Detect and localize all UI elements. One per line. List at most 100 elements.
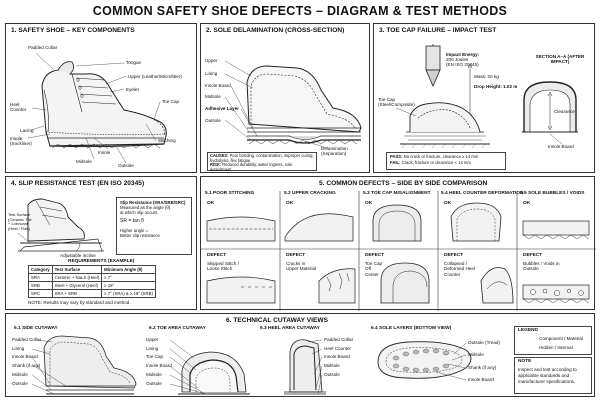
insole-board-label: Insole Board [548, 144, 574, 149]
table-cell: SRA + SRB [51, 289, 103, 298]
label-insole-sockliner: Insole (Sockliner) [10, 136, 32, 147]
safety-shoe-illustration [27, 52, 167, 164]
page-title: COMMON SAFETY SHOE DEFECTS – DIAGRAM & T… [92, 4, 508, 18]
toe-cap-label: Toe Cap (Steel/Composite) [378, 97, 415, 108]
impact-energy-standard: (EN ISO 20345) [446, 62, 479, 67]
c3-label: Midsole [324, 363, 340, 368]
sr-line-1: Measured as the angle (θ) [120, 205, 171, 210]
better-label: Better slip resistance [120, 233, 160, 238]
causes-text: Poor bonding, contamination, improper cu… [210, 153, 314, 163]
defect-desc-heel-counter: Collapsed / Deformed Heel Counter [444, 261, 475, 277]
defect-label: DEFECT [286, 253, 306, 258]
defect-desc-stitching: Skipped Stitch / Loose Stitch [207, 261, 239, 272]
c2-label: Midsole [146, 372, 162, 377]
pass-label: PASS: [390, 154, 403, 159]
defect-label: DEFECT [365, 253, 385, 258]
label-insole-board: Insole Board [205, 83, 231, 88]
defect-label: DEFECT [207, 253, 227, 258]
label-midsole: Midsole [76, 159, 92, 164]
requirements-note: NOTE: Results may vary by standard and m… [28, 300, 131, 305]
column-header: Category [28, 265, 53, 274]
label-lacing: Lacing [20, 128, 34, 133]
risk-text: Reduced durability, water ingress, sole … [210, 162, 293, 172]
slip-resistance-box: Slip Resistance (SRA/SRB/SRC) Measured a… [116, 197, 192, 255]
label-toe-cap: Toe Cap [162, 99, 180, 104]
panel-heading: 5. COMMON DEFECTS – SIDE BY SIDE COMPARI… [319, 180, 488, 187]
impact-test-illustration [395, 44, 578, 149]
fail-text: Crack, fracture or clearance < 14 mm [401, 160, 471, 165]
label-upper: Upper (Leather/Microfiber) [128, 74, 182, 79]
col-title-cracking: 5.2 UPPER CRACKING [284, 191, 336, 196]
cutaway-title-toe: 6.2 TOE AREA CUTAWAY [149, 326, 206, 331]
c1-label: Outsole [12, 381, 28, 386]
c1-label: Midsole [12, 372, 28, 377]
table-cell: SRC [28, 289, 53, 298]
label-stitching: Stitching [158, 138, 176, 143]
panel-heading: 4. SLIP RESISTANCE TEST (EN ISO 20345) [11, 180, 145, 187]
panel-heading: 3. TOE CAP FAILURE – IMPACT TEST [379, 27, 497, 34]
ok-label: OK [365, 201, 373, 206]
label-midsole: Midsole [205, 94, 221, 99]
c4-label: Shank (if any) [468, 365, 497, 370]
sr-formula: SR = tan θ [120, 218, 144, 224]
panel-key-components: 1. SAFETY SHOE – KEY COMPONENTS [5, 23, 197, 173]
impact-energy-value: 200 Joules [446, 57, 469, 62]
label-tongue: Tongue [126, 60, 142, 65]
column-header: Test Surface [51, 265, 103, 274]
defect-desc-toe-cap: Toe Cap Off Center [365, 261, 383, 277]
table-cell: SRB [28, 281, 53, 290]
legend-item-component: Component / Material [539, 336, 583, 341]
table-cell: ≥ 7° [101, 273, 156, 282]
panel-toe-cap-impact: 3. TOE CAP FAILURE – IMPACT TEST [373, 23, 595, 173]
sr-line-2: at which slip occurs. [120, 210, 159, 215]
mass-label: Mass: 20 kg [474, 74, 499, 79]
cutaway-title-heel: 6.3 HEEL AREA CUTAWAY [260, 326, 320, 331]
ok-label: OK [207, 201, 215, 206]
label-heel-counter: Heel Counter [10, 102, 27, 113]
requirements-title: REQUIREMENTS (EXAMPLE) [68, 259, 135, 264]
c3-label: Padded Collar [324, 337, 354, 342]
label-padded-collar: Padded Collar [28, 45, 58, 50]
test-surface-label: Test Surface (Ceramic Tile + Lubricant (… [8, 212, 32, 231]
c2-label: Upper [146, 337, 159, 342]
label-eyelet: Eyelet [126, 87, 139, 92]
table-cell: SRA [28, 273, 53, 282]
cutaway-illustrations [31, 335, 534, 395]
delamination-cross-section [224, 60, 362, 149]
c4-label: Midsole [468, 352, 484, 357]
c2-label: Insole Board [146, 363, 172, 368]
panel-common-defects: 5. COMMON DEFECTS – SIDE BY SIDE COMPARI… [200, 176, 596, 311]
c1-label: Padded Collar [12, 337, 42, 342]
ok-label: OK [444, 201, 452, 206]
requirements-table: Category Test Surface Minimum Angle (θ) … [28, 265, 156, 298]
table-row: SRC SRA + SRB ≥ 7° (SRA) & ≥ 18° (SRB) [28, 289, 156, 298]
c2-label: Toe Cap [146, 354, 164, 359]
panel-heading: 1. SAFETY SHOE – KEY COMPONENTS [11, 27, 135, 34]
risk-label: RISK: [210, 162, 222, 168]
ok-label: OK [286, 201, 294, 206]
legend-item-hidden: Hidden / Internal [539, 345, 573, 350]
c2-label: Outsole [146, 381, 162, 386]
defect-label: DEFECT [523, 253, 543, 258]
c1-label: Shank (if any) [12, 363, 41, 368]
legend-box: LEGEND Component / Material Hidden / Int… [514, 326, 592, 355]
c2-label: Lining [146, 346, 159, 351]
causes-label: CAUSES: [210, 153, 229, 158]
table-header-row: Category Test Surface Minimum Angle (θ) [28, 265, 156, 274]
c4-label: Insole Board [468, 377, 494, 382]
sr-title: Slip Resistance (SRA/SRB/SRC) [120, 200, 186, 205]
label-delamination: Delamination (Separation) [321, 146, 348, 157]
panel-heading: 2. SOLE DELAMINATION (CROSS-SECTION) [206, 27, 345, 34]
clearance-label: Clearance [554, 109, 575, 114]
adjustable-label: Adjustable incline [60, 253, 96, 258]
causes-box: CAUSES: Poor bonding, contamination, imp… [207, 152, 317, 171]
panel-slip-resistance: 4. SLIP RESISTANCE TEST (EN ISO 20345) T… [5, 176, 197, 310]
note-title: NOTE [518, 359, 532, 364]
note-box: NOTE Inspect and test according to appli… [514, 357, 592, 394]
legend-title: LEGEND [518, 328, 538, 333]
panel-sole-delamination: 2. SOLE DELAMINATION (CROSS-SECTION) Upp… [200, 23, 370, 173]
table-cell: ≥ 7° (SRA) & ≥ 18° (SRB) [101, 289, 156, 298]
defect-desc-sole-voids: Bubbles / Voids in Outsole [523, 261, 560, 272]
c3-label: Insole Board [324, 354, 350, 359]
